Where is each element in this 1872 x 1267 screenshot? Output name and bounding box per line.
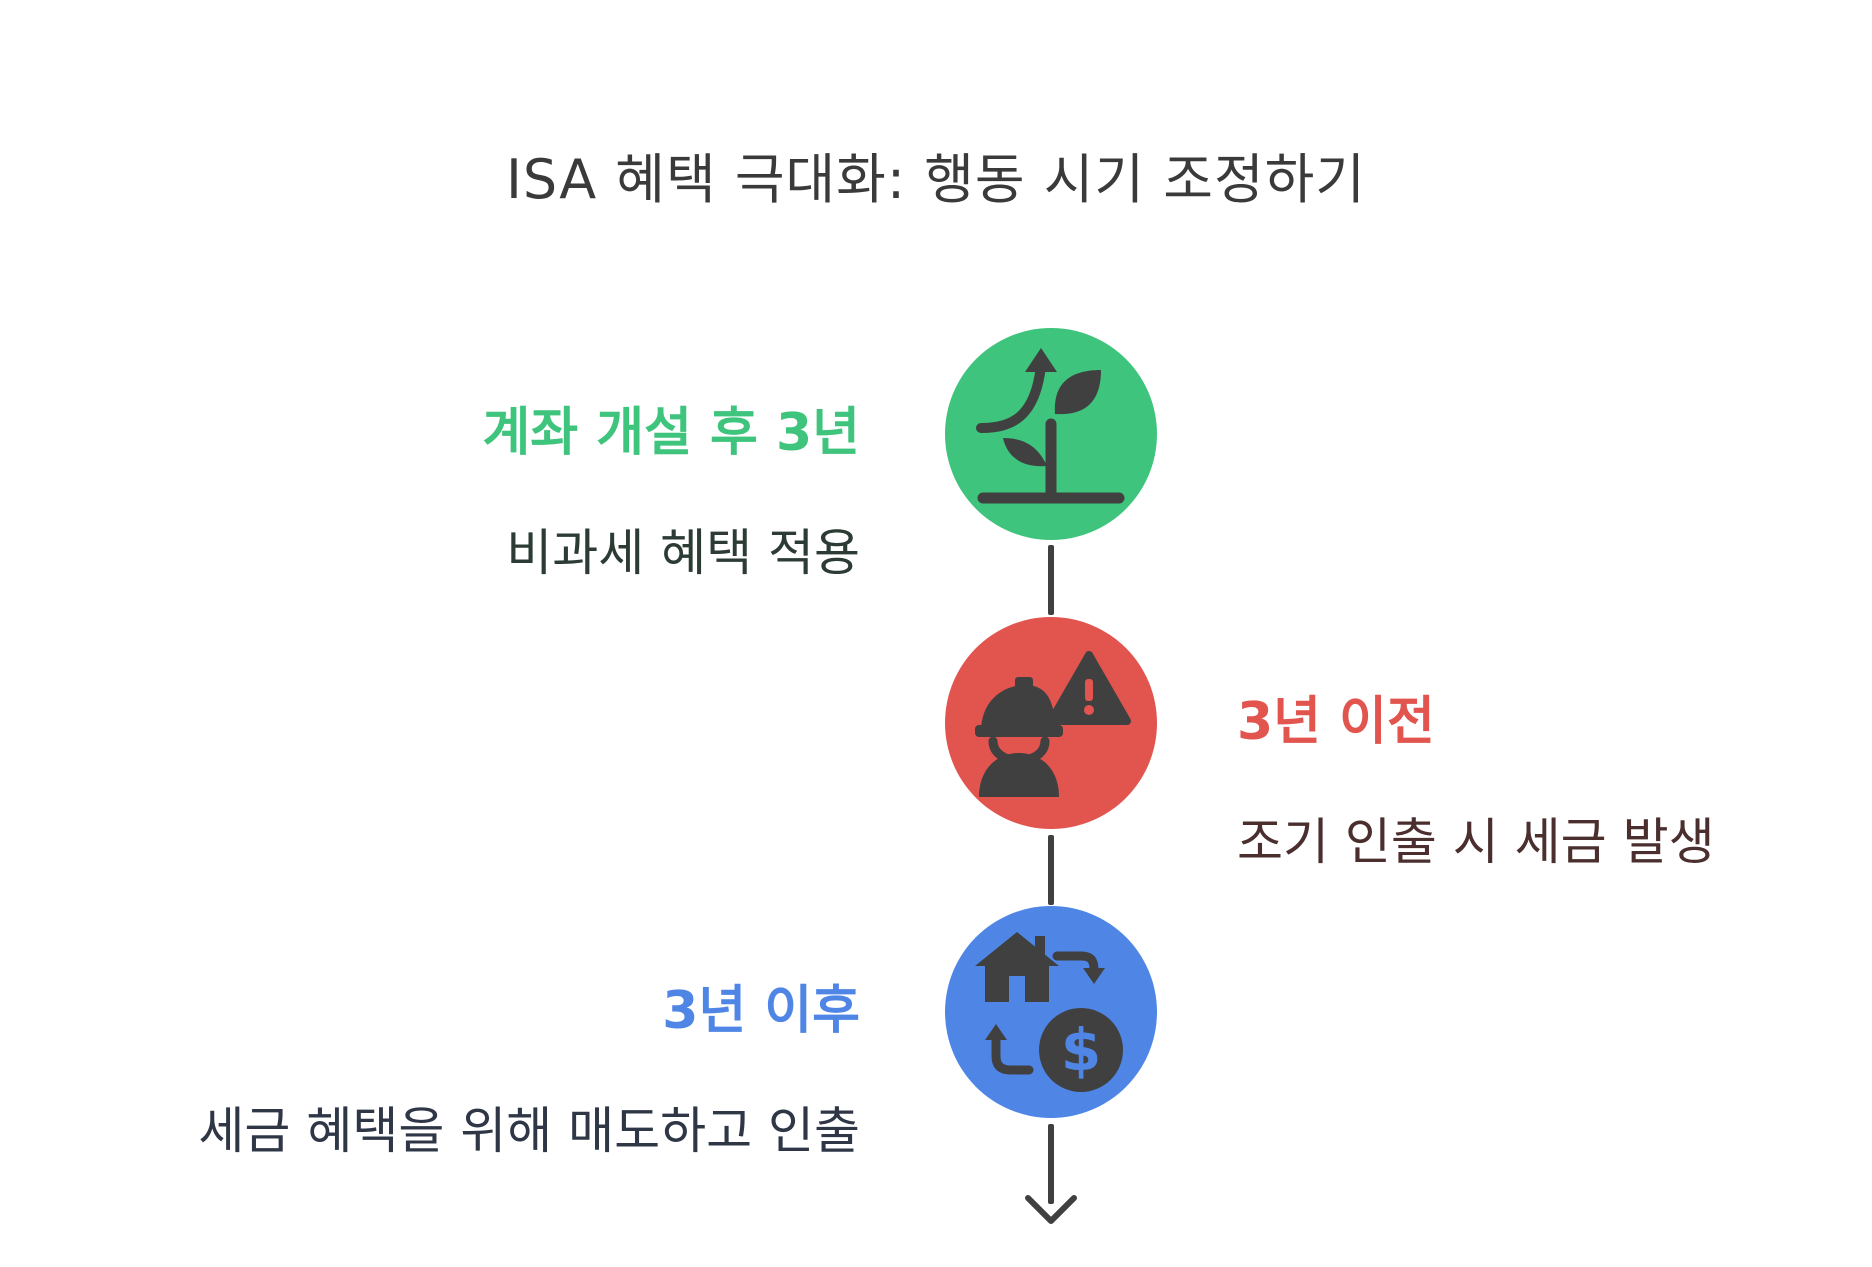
step-1-circle <box>945 328 1157 540</box>
worker-with-warning-sign-icon <box>975 651 1131 797</box>
step-3-heading: 3년 이후 <box>662 981 860 1041</box>
timeline-connector-1 <box>1048 545 1054 615</box>
step-3-description: 세금 혜택을 위해 매도하고 인출 <box>198 1102 860 1160</box>
house-exchange-dollar-icon: $ <box>975 932 1123 1092</box>
sprouting-plant-growth-arrow-icon <box>976 348 1125 504</box>
step-1-description: 비과세 혜택 적용 <box>506 524 860 582</box>
step-2-description: 조기 인출 시 세금 발생 <box>1237 813 1715 871</box>
page-title: ISA 혜택 극대화: 행동 시기 조정하기 <box>505 148 1366 211</box>
timeline-end-arrow-icon <box>1025 1195 1077 1224</box>
step-2-circle <box>945 617 1157 829</box>
step-3-text: 3년 이후 세금 혜택을 위해 매도하고 인출 <box>198 976 860 1166</box>
step-2-text: 3년 이전 조기 인출 시 세금 발생 <box>1237 687 1715 877</box>
step-1-text: 계좌 개설 후 3년 비과세 혜택 적용 <box>482 398 860 588</box>
step-1-heading: 계좌 개설 후 3년 <box>482 403 860 463</box>
step-2-heading: 3년 이전 <box>1237 692 1435 752</box>
svg-text:$: $ <box>1061 1016 1101 1084</box>
step-3-circle: $ <box>945 906 1157 1118</box>
timeline-connector-3 <box>1048 1124 1054 1204</box>
timeline-connector-2 <box>1048 835 1054 905</box>
